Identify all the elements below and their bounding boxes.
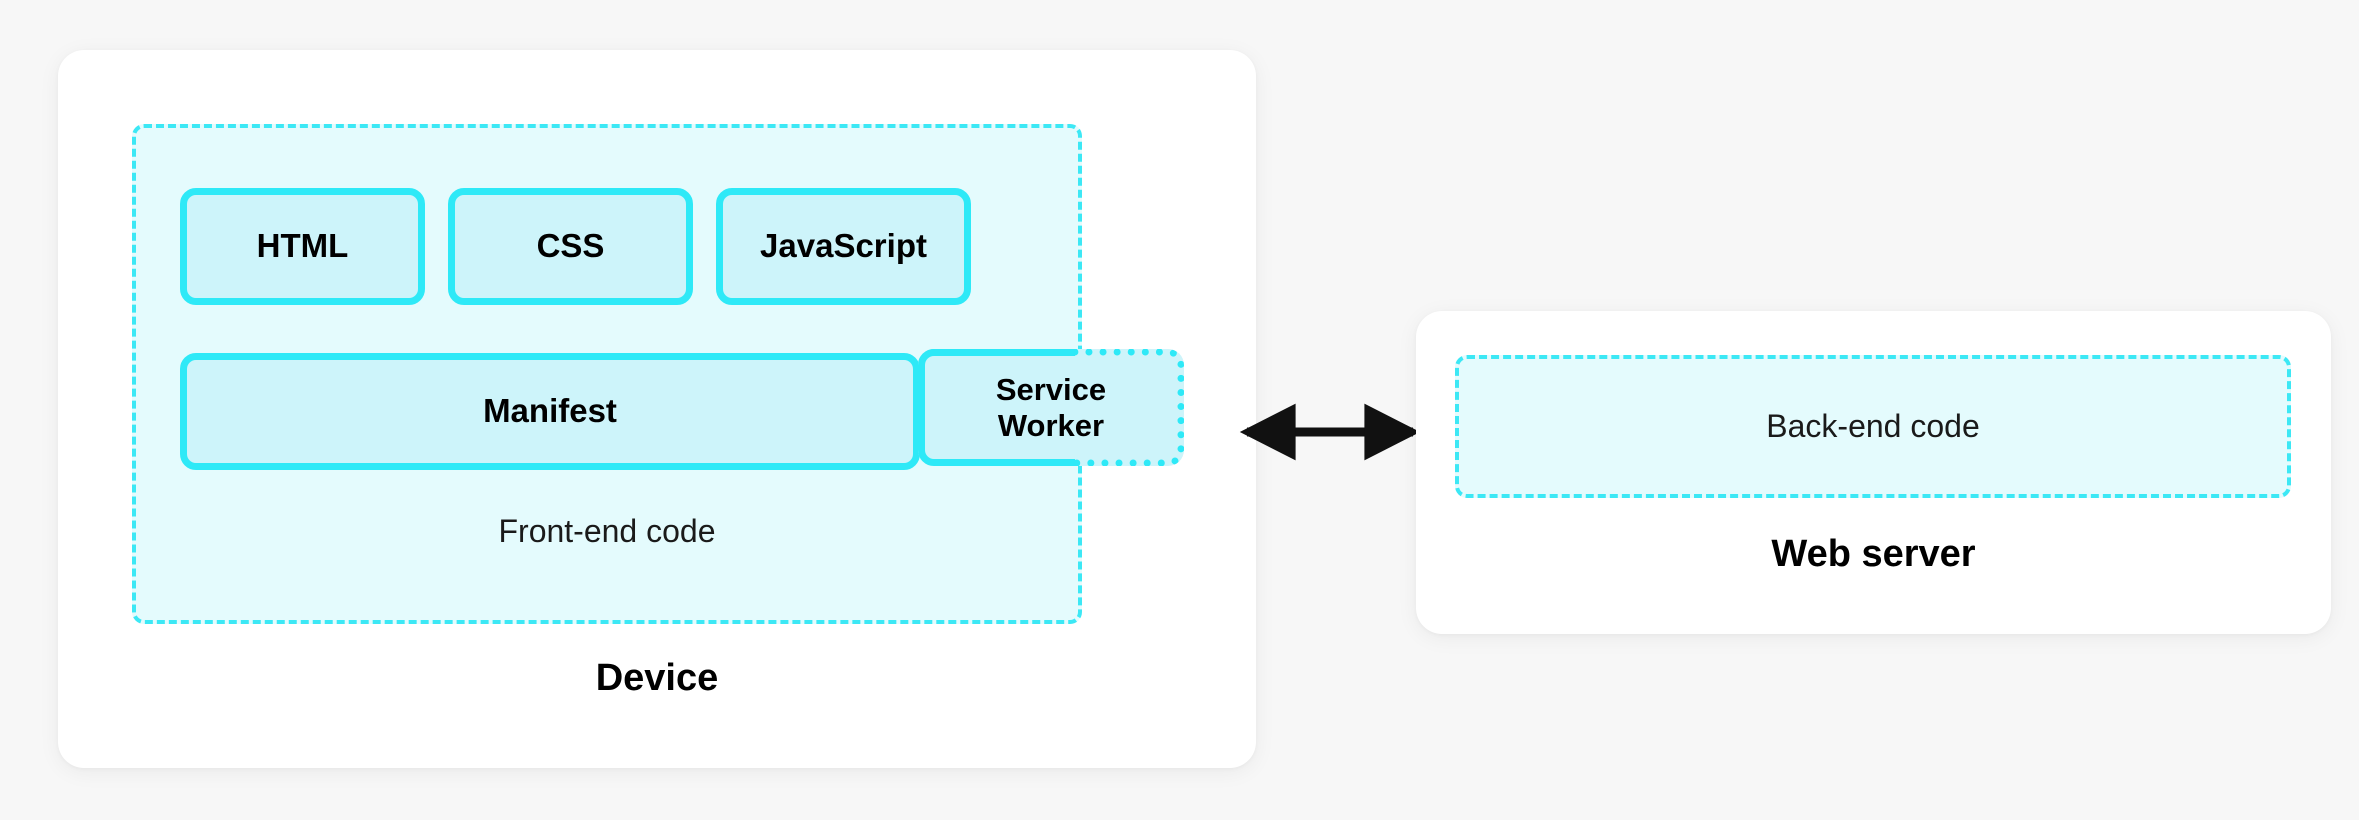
backend-code-label: Back-end code xyxy=(1766,408,1980,444)
frontend-code-caption: Front-end code xyxy=(498,513,716,549)
web-server-caption: Web server xyxy=(1771,533,1976,575)
tech-box-html[interactable]: HTML xyxy=(180,188,425,305)
tech-box-javascript[interactable]: JavaScript xyxy=(716,188,971,305)
tech-box-css[interactable]: CSS xyxy=(448,188,693,305)
tech-box-manifest[interactable]: Manifest xyxy=(180,353,920,470)
service-worker-label-line1: Service xyxy=(995,371,1107,407)
double-headed-arrow-icon xyxy=(1239,403,1421,461)
device-card: HTML CSS JavaScript Manifest Front-end c… xyxy=(58,50,1256,768)
device-caption: Device xyxy=(595,657,719,699)
service-worker-label: Service Worker xyxy=(918,349,1184,466)
service-worker-solid-outline xyxy=(918,349,1075,466)
tech-box-service-worker[interactable]: Service Worker xyxy=(918,349,1184,466)
backend-code-group: Back-end code xyxy=(1455,355,2291,498)
service-worker-label-line2: Worker xyxy=(997,407,1105,443)
web-server-card: Back-end code Web server xyxy=(1416,311,2331,634)
